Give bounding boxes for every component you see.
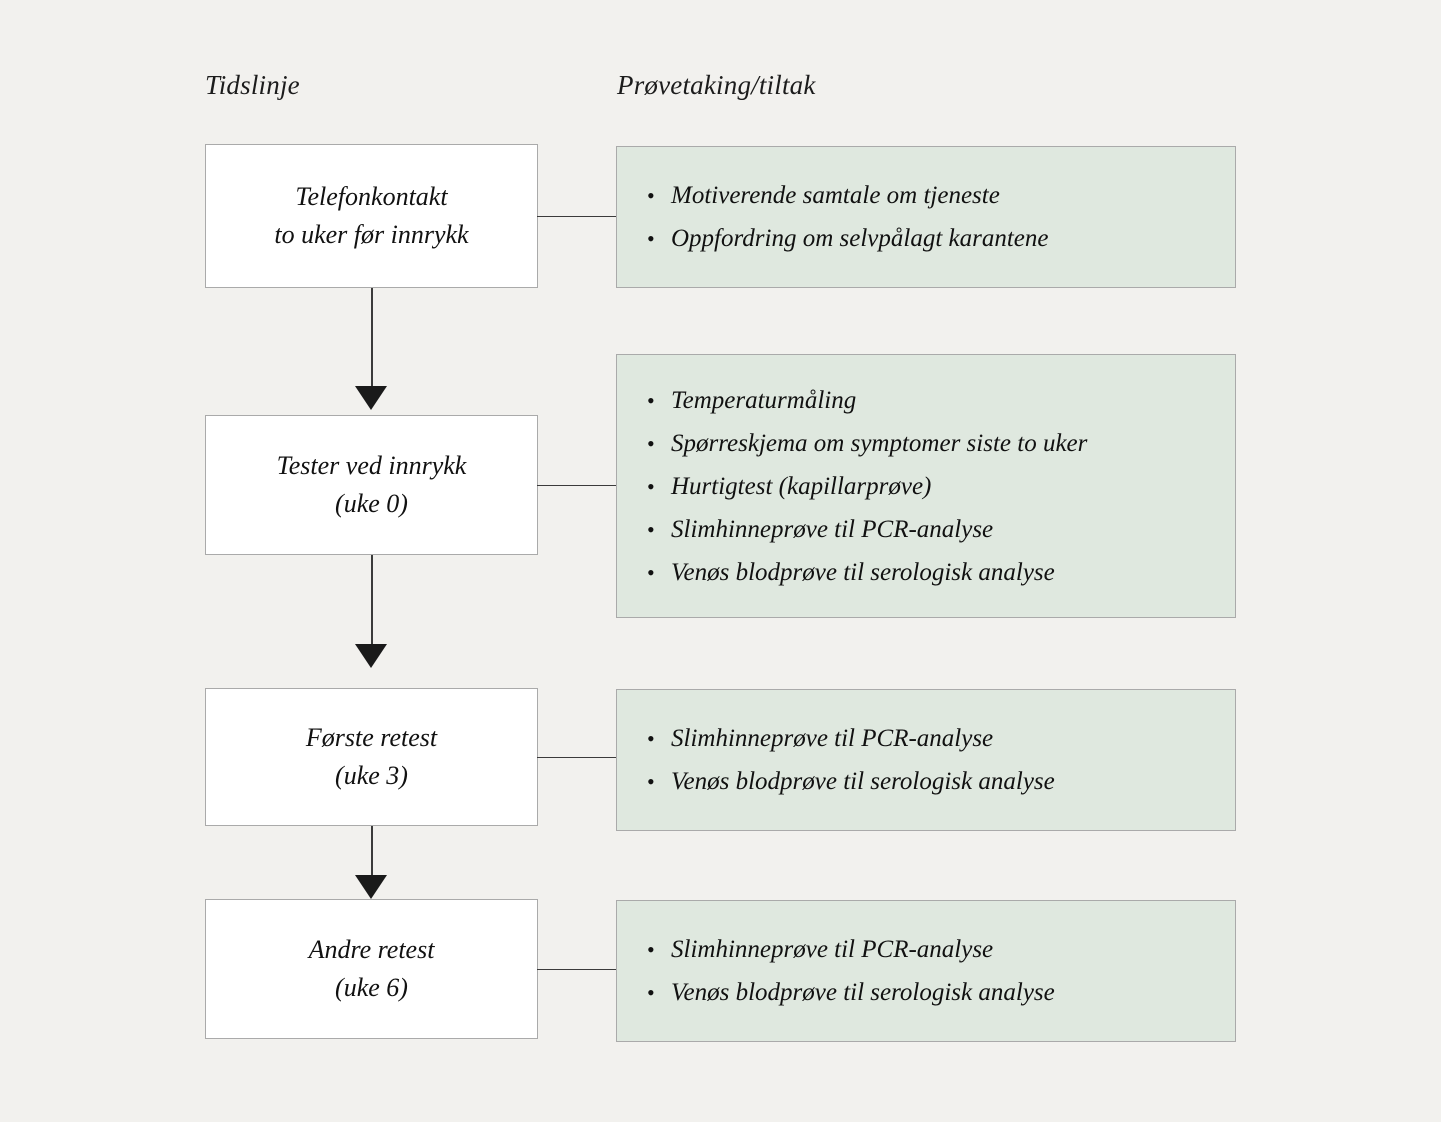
measure-item: • Hurtigtest (kapillarprøve) [647, 465, 1235, 508]
bullet-icon: • [647, 980, 655, 1005]
measure-item-label: Motiverende samtale om tjeneste [671, 182, 1000, 209]
arrow-head-stage-0-to-1 [355, 386, 387, 410]
stage-subtitle: (uke 3) [335, 761, 408, 790]
measure-list: • Motiverende samtale om tjeneste • Oppf… [617, 174, 1235, 260]
arrow-line-stage-2-to-3 [371, 826, 373, 877]
column-header-sampling: Prøvetaking/tiltak [617, 70, 816, 100]
bullet-icon: • [647, 183, 655, 208]
bullet-icon: • [647, 226, 655, 251]
stage-subtitle: to uker før innrykk [274, 220, 469, 249]
stage-subtitle: (uke 6) [335, 973, 408, 1002]
bullet-icon: • [647, 516, 655, 542]
measure-item: • Venøs blodprøve til serologisk analyse [647, 971, 1235, 1014]
measure-box-tester-ved-innrykk: • Temperaturmåling • Spørreskjema om sym… [616, 354, 1236, 618]
bullet-icon: • [647, 726, 655, 751]
measure-item: • Temperaturmåling [647, 379, 1235, 422]
measure-item-label: Spørreskjema om symptomer siste to uker [671, 429, 1088, 457]
stage-title: Andre retest [308, 935, 435, 964]
arrow-head-stage-2-to-3 [355, 875, 387, 899]
measure-item-label: Hurtigtest (kapillarprøve) [671, 472, 932, 500]
bullet-icon: • [647, 559, 655, 585]
measure-item-label: Temperaturmåling [671, 386, 857, 414]
column-header-timeline: Tidslinje [205, 70, 300, 100]
measure-box-andre-retest: • Slimhinneprøve til PCR-analyse • Venøs… [616, 900, 1236, 1042]
measure-item: • Motiverende samtale om tjeneste [647, 174, 1235, 217]
stage-title: Telefonkontakt [295, 182, 448, 211]
arrow-head-stage-1-to-2 [355, 644, 387, 668]
measure-item-label: Venøs blodprøve til serologisk analyse [671, 558, 1055, 586]
connector-stage-2-to-measures [537, 757, 617, 758]
measure-item: • Slimhinneprøve til PCR-analyse [647, 508, 1235, 551]
stage-title: Tester ved innrykk [276, 451, 467, 480]
measure-item-label: Oppfordring om selvpålagt karantene [671, 225, 1049, 252]
stage-box-tester-ved-innrykk: Tester ved innrykk (uke 0) [205, 415, 538, 555]
measure-item: • Slimhinneprøve til PCR-analyse [647, 717, 1235, 760]
measure-box-telefonkontakt: • Motiverende samtale om tjeneste • Oppf… [616, 146, 1236, 288]
bullet-icon: • [647, 769, 655, 794]
measure-list: • Temperaturmåling • Spørreskjema om sym… [617, 379, 1235, 594]
measure-item-label: Venøs blodprøve til serologisk analyse [671, 979, 1055, 1006]
measure-item-label: Slimhinneprøve til PCR-analyse [671, 515, 994, 543]
bullet-icon: • [647, 473, 655, 499]
measure-item-label: Slimhinneprøve til PCR-analyse [671, 936, 994, 963]
stage-box-forste-retest: Første retest (uke 3) [205, 688, 538, 826]
measure-item: • Oppfordring om selvpålagt karantene [647, 217, 1235, 260]
arrow-line-stage-1-to-2 [371, 555, 373, 646]
stage-title: Første retest [305, 723, 438, 752]
stage-box-telefonkontakt: Telefonkontakt to uker før innrykk [205, 144, 538, 288]
measure-item: • Spørreskjema om symptomer siste to uke… [647, 422, 1235, 465]
stage-subtitle: (uke 0) [335, 489, 408, 518]
measure-list: • Slimhinneprøve til PCR-analyse • Venøs… [617, 928, 1235, 1014]
measure-item-label: Slimhinneprøve til PCR-analyse [671, 725, 994, 752]
bullet-icon: • [647, 430, 655, 456]
connector-stage-0-to-measures [537, 216, 617, 217]
connector-stage-3-to-measures [537, 969, 617, 970]
bullet-icon: • [647, 387, 655, 413]
measure-item: • Venøs blodprøve til serologisk analyse [647, 760, 1235, 803]
measure-box-forste-retest: • Slimhinneprøve til PCR-analyse • Venøs… [616, 689, 1236, 831]
measure-item: • Slimhinneprøve til PCR-analyse [647, 928, 1235, 971]
arrow-line-stage-0-to-1 [371, 288, 373, 388]
measure-item: • Venøs blodprøve til serologisk analyse [647, 551, 1235, 594]
measure-item-label: Venøs blodprøve til serologisk analyse [671, 768, 1055, 795]
stage-box-andre-retest: Andre retest (uke 6) [205, 899, 538, 1039]
measure-list: • Slimhinneprøve til PCR-analyse • Venøs… [617, 717, 1235, 803]
bullet-icon: • [647, 937, 655, 962]
connector-stage-1-to-measures [537, 485, 617, 486]
